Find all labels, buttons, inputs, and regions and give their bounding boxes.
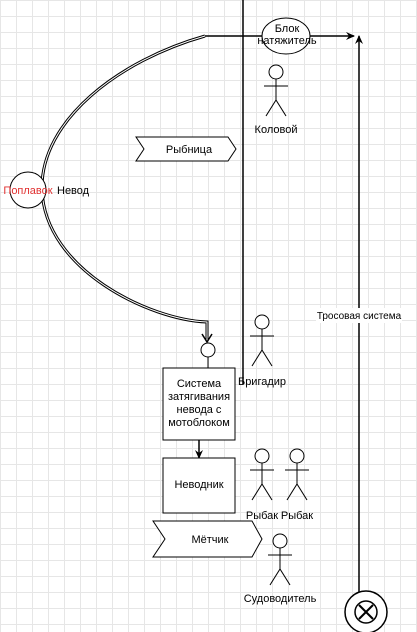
stick-figure-icon (268, 533, 292, 586)
seine-label: Невод (57, 185, 90, 197)
seine-worker-box[interactable] (162, 457, 236, 514)
stick-figure-icon (285, 448, 309, 501)
tensioner-block-text: Блок натяжитель (257, 23, 317, 47)
actor-stake-worker-label: Коловой (255, 124, 298, 136)
tensioner-block-shape[interactable] (261, 17, 311, 55)
stick-figure-icon (264, 64, 288, 117)
seine-arrow-head (201, 333, 213, 344)
actor-skipper-label: Судоводитель (244, 593, 317, 605)
fish-storage-shape[interactable] (135, 136, 237, 162)
stick-figure-icon (250, 448, 274, 501)
float-label: Поплавок (3, 185, 52, 197)
actor-fisherman-2-label: Рыбак (281, 510, 313, 522)
float-shape[interactable] (9, 171, 47, 209)
cable-system-label: Тросовая система (317, 311, 402, 322)
actor-fisherman-1-label: Рыбак (246, 510, 278, 522)
tightening-system-box[interactable] (162, 367, 236, 441)
marker-label: Мётчик (191, 534, 228, 546)
cable-system-label-bg (316, 308, 402, 323)
circle-x-icon (344, 590, 388, 632)
fish-storage-label: Рыбница (166, 144, 213, 156)
tightening-system-label: Система затягивания невода с мотоблоком (167, 378, 231, 429)
stick-figure-icon (250, 314, 274, 367)
pin-circle (200, 342, 216, 358)
marker-shape[interactable] (152, 520, 263, 558)
seine-worker-label: Неводник (174, 479, 224, 491)
actor-foreman-label: Бригадир (238, 376, 286, 388)
